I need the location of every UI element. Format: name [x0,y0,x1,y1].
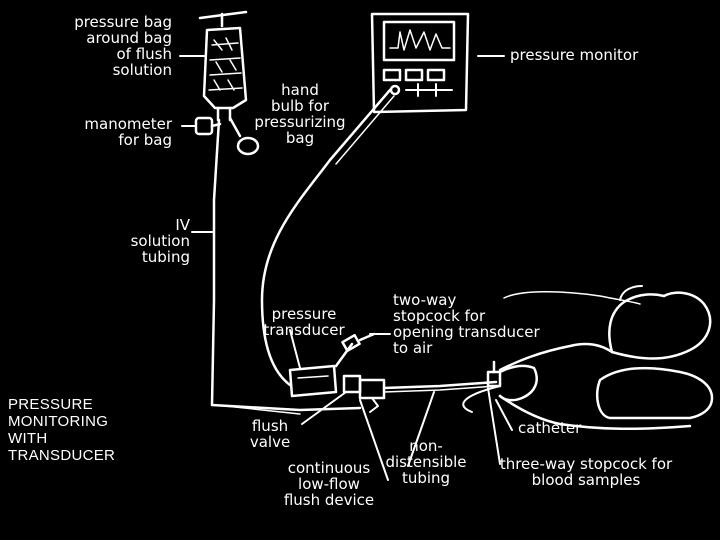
label-flush-valve: flush valve [249,417,291,451]
iv-tubing [210,118,362,415]
label-non-distensible-tubing: non- distensible tubing [385,437,467,487]
manometer-icon [194,116,222,136]
cover-sheet [503,291,641,305]
label-pressure-monitor: pressure monitor [510,46,639,64]
label-flush-device: continuous low-flow flush device [283,459,375,509]
pressure-monitor-icon [370,12,470,114]
diagram-title: PRESSURE MONITORING WITH TRANSDUCER [8,396,116,464]
leader-lines [179,55,513,481]
label-hand-bulb: hand bulb for pressurizing bag [254,81,346,147]
label-pressure-transducer: pressure transducer [263,305,345,339]
label-pressure-bag: pressure bag around bag of flush solutio… [74,13,172,79]
non-distensible-tubing [382,380,498,393]
label-three-way-stopcock: three-way stopcock for blood samples [499,455,673,489]
pressure-transducer-icon [288,364,338,398]
label-catheter: catheter [518,419,582,437]
monitor-cable [260,88,395,387]
label-two-way-stopcock: two-way stopcock for opening transducer … [393,291,540,357]
label-iv-tubing: IV solution tubing [130,216,190,266]
label-manometer: manometer for bag [84,115,172,149]
three-way-stopcock-icon [486,360,502,388]
pressure-bag-icon [198,10,248,122]
flush-device-icon [342,374,386,413]
patient-figure [462,285,714,431]
hand-bulb-icon [228,116,260,156]
